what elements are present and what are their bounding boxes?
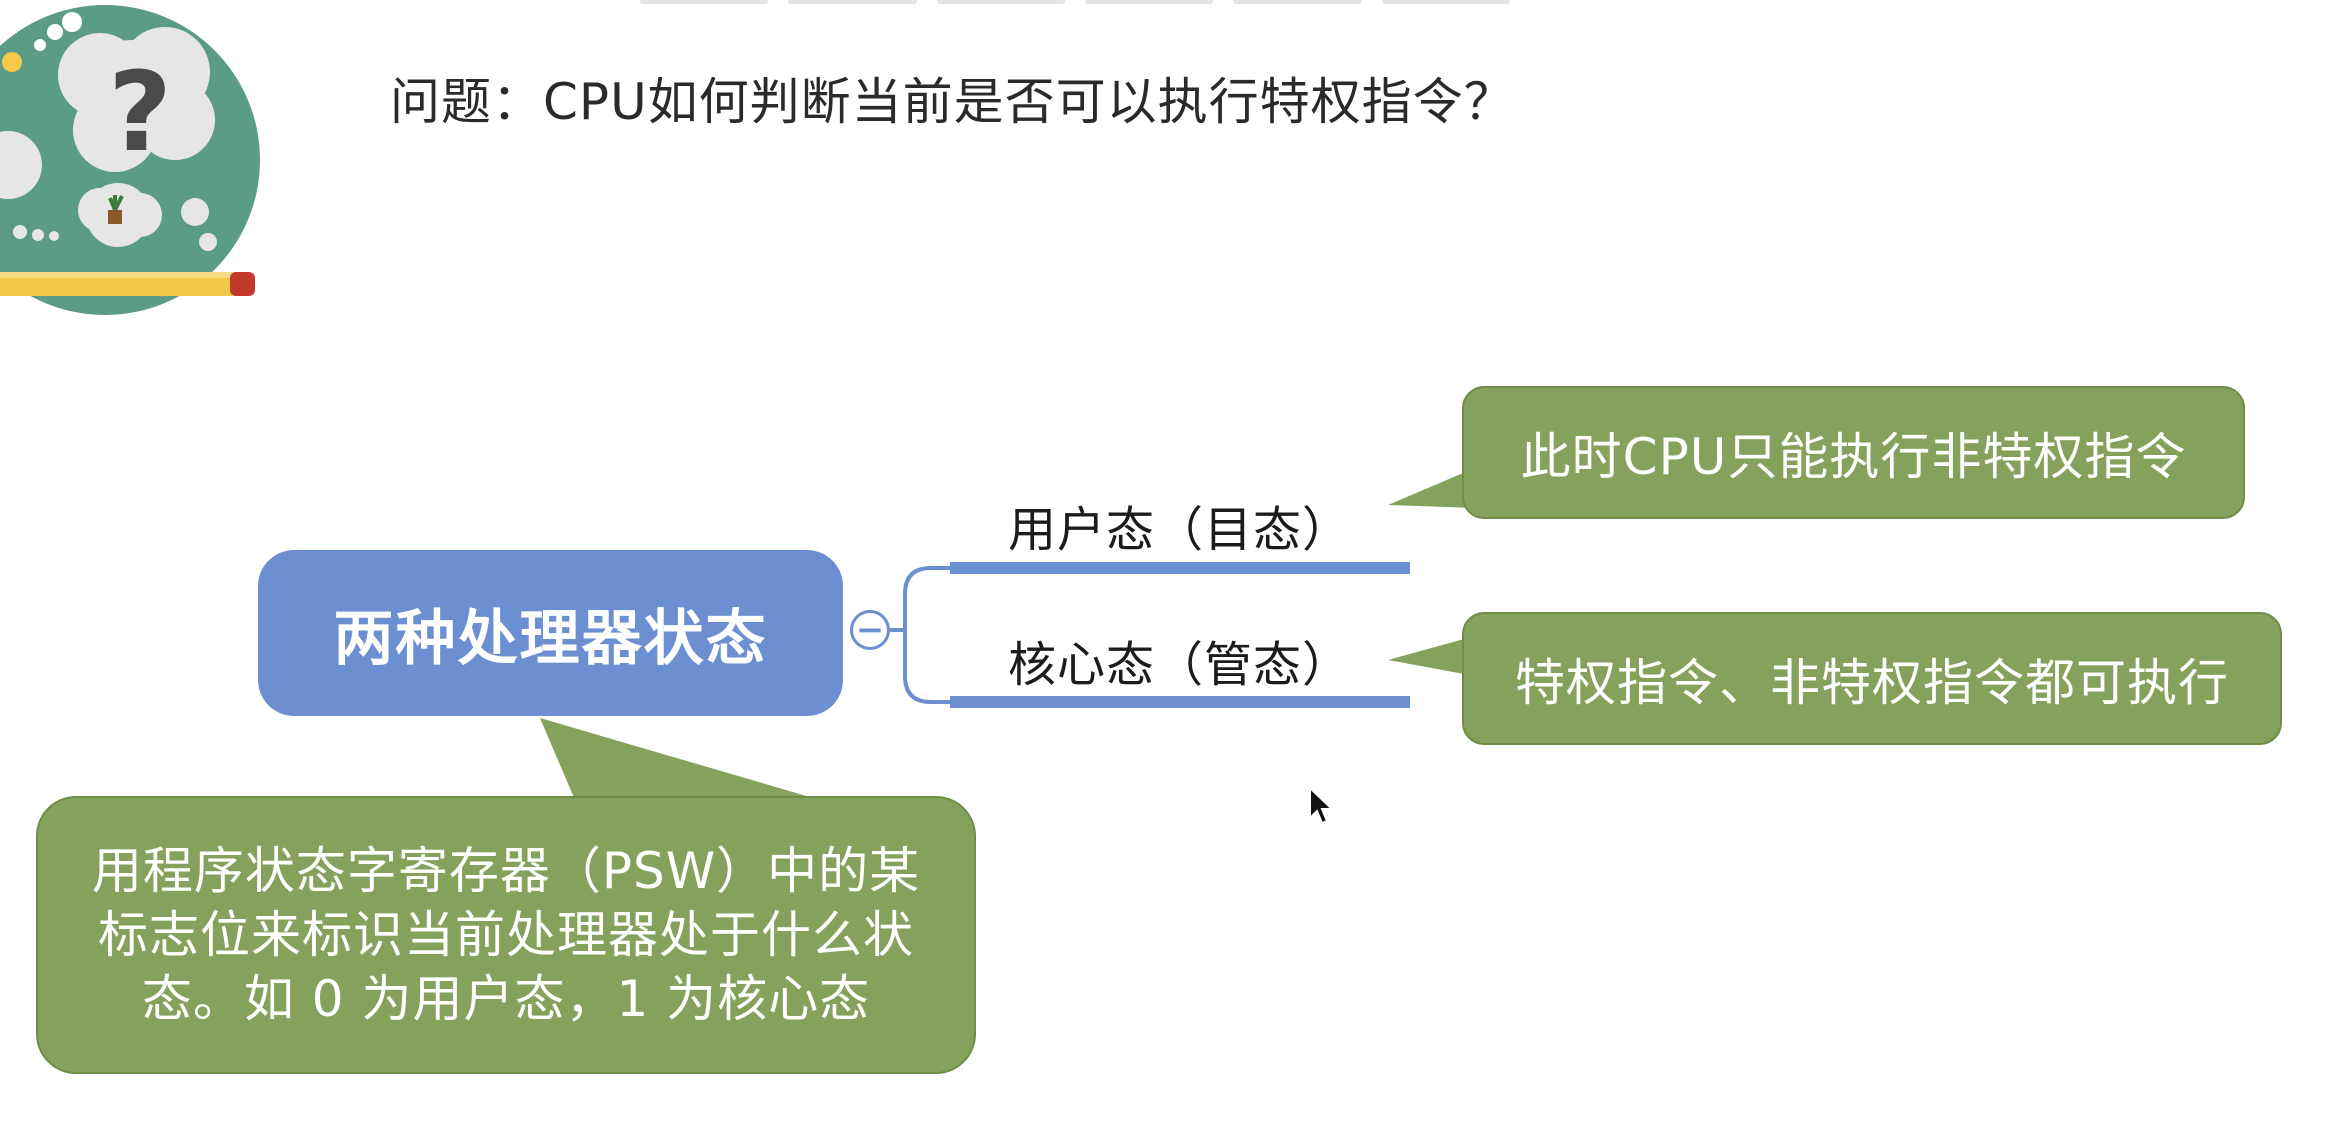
note-root: 用程序状态字寄存器（PSW）中的某标志位来标识当前处理器处于什么状态。如 0 为… [36, 796, 976, 1074]
branch-underline-user [950, 562, 1410, 574]
svg-text:?: ? [108, 48, 172, 176]
branch-underline-kernel [950, 696, 1410, 708]
root-node-label: 两种处理器状态 [333, 603, 768, 674]
branch-kernel-mode[interactable]: 核心态（管态） [1008, 637, 1352, 693]
note-user-mode: 此时CPU只能执行非特权指令 [1462, 386, 2245, 519]
branch-user-mode[interactable]: 用户态（目态） [1008, 502, 1352, 558]
question-title: 问题：CPU如何判断当前是否可以执行特权指令？ [390, 73, 1515, 131]
branch-connector-user [903, 566, 950, 630]
question-mark-thought-bubble-icon: ? [0, 5, 260, 315]
top-slide-strip [640, 0, 1510, 4]
user-note-callout-tail [1388, 468, 1475, 508]
slide-thumbnail [1084, 0, 1214, 4]
kernel-note-callout-tail [1388, 636, 1475, 676]
slide-thumbnail [1233, 0, 1362, 4]
note-user-mode-text: 此时CPU只能执行非特权指令 [1520, 427, 2187, 486]
slide-thumbnail [640, 0, 769, 4]
collapse-toggle-button[interactable]: − [850, 610, 890, 650]
note-kernel-mode-text: 特权指令、非特权指令都可执行 [1515, 653, 2229, 712]
root-node[interactable]: 两种处理器状态 [258, 550, 843, 716]
slide-thumbnail [936, 0, 1065, 4]
slide-thumbnail [788, 0, 917, 4]
mouse-pointer-icon [1309, 786, 1334, 825]
note-root-text: 用程序状态字寄存器（PSW）中的某标志位来标识当前处理器处于什么状态。如 0 为… [91, 842, 921, 1028]
slide-thumbnail [1381, 0, 1510, 4]
branch-connector-kernel [903, 630, 950, 704]
root-note-callout-tail [540, 718, 820, 800]
note-kernel-mode: 特权指令、非特权指令都可执行 [1462, 612, 2282, 745]
